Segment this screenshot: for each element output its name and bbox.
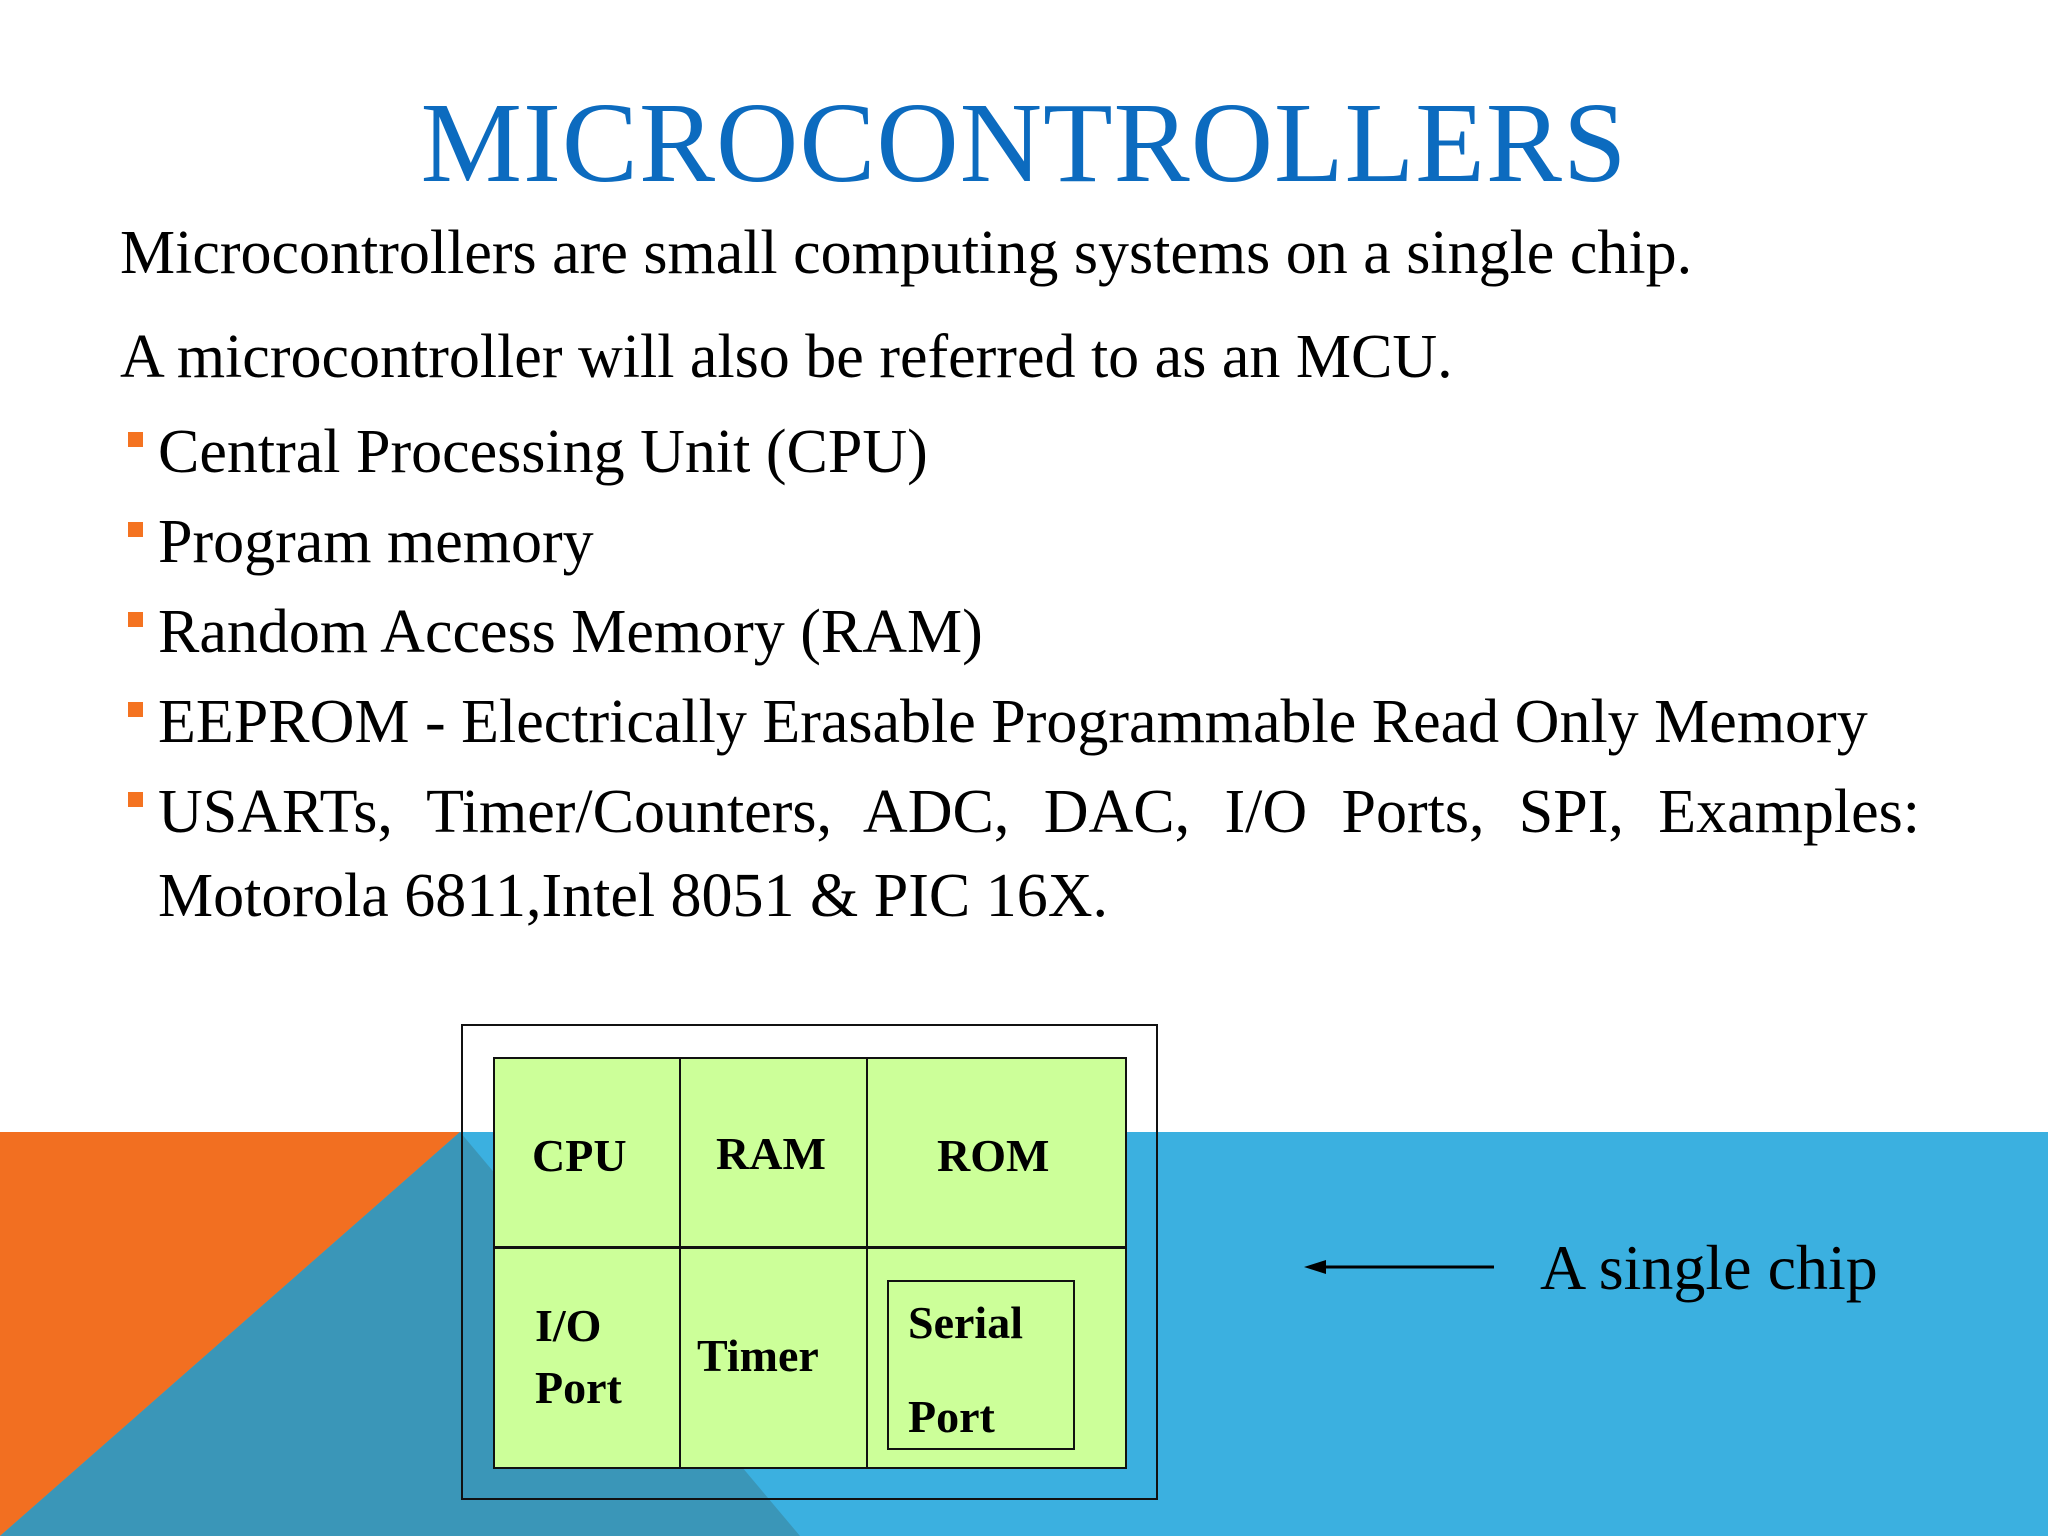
chip-cell-serial-line1: Serial — [908, 1297, 1023, 1348]
chip-cell-cpu: CPU — [532, 1130, 627, 1181]
bullet-text: EEPROM - Electrically Erasable Programma… — [158, 688, 1868, 756]
chip-caption: A single chip — [1540, 1232, 1878, 1303]
intro-line-2: A microcontroller will also be referred … — [120, 323, 1453, 391]
left-arrow-icon — [1304, 1260, 1494, 1274]
chip-block — [493, 1057, 1127, 1469]
chip-divider-horizontal — [493, 1246, 1127, 1249]
chip-divider-vertical-1 — [679, 1057, 681, 1469]
intro-line-1: Microcontrollers are small computing sys… — [120, 219, 1693, 287]
bullet-text: Random Access Memory (RAM) — [158, 598, 983, 666]
chip-cell-serial-box — [887, 1280, 1075, 1450]
chip-cell-ram: RAM — [716, 1128, 826, 1179]
chip-divider-vertical-2 — [866, 1057, 868, 1469]
bullet-square-icon — [128, 432, 143, 447]
bullet-square-icon — [128, 522, 143, 537]
chip-cell-timer: Timer — [697, 1330, 819, 1381]
chip-cell-io-line2: Port — [535, 1362, 622, 1413]
bullet-text: Central Processing Unit (CPU) — [158, 418, 928, 486]
feature-bullet-list: Central Processing Unit (CPU) Program me… — [120, 410, 1920, 944]
chip-cell-rom: ROM — [937, 1130, 1050, 1181]
bullet-square-icon — [128, 792, 143, 807]
bullet-text: Program memory — [158, 508, 594, 576]
bullet-item-ram: Random Access Memory (RAM) — [120, 590, 1920, 674]
chip-cell-serial-line2: Port — [908, 1391, 995, 1442]
bullet-square-icon — [128, 612, 143, 627]
chip-outline — [461, 1024, 1158, 1500]
bullet-item-eeprom: EEPROM - Electrically Erasable Programma… — [120, 680, 1920, 764]
bullet-item-program-memory: Program memory — [120, 500, 1920, 584]
bullet-text: USARTs, Timer/Counters, ADC, DAC, I/O Po… — [158, 778, 1920, 930]
bullet-square-icon — [128, 702, 143, 717]
bullet-item-cpu: Central Processing Unit (CPU) — [120, 410, 1920, 494]
bullet-item-peripherals: USARTs, Timer/Counters, ADC, DAC, I/O Po… — [120, 770, 1920, 938]
chip-cell-io-line1: I/O — [535, 1300, 602, 1351]
slide-title: MICROCONTROLLERS — [420, 79, 1628, 206]
